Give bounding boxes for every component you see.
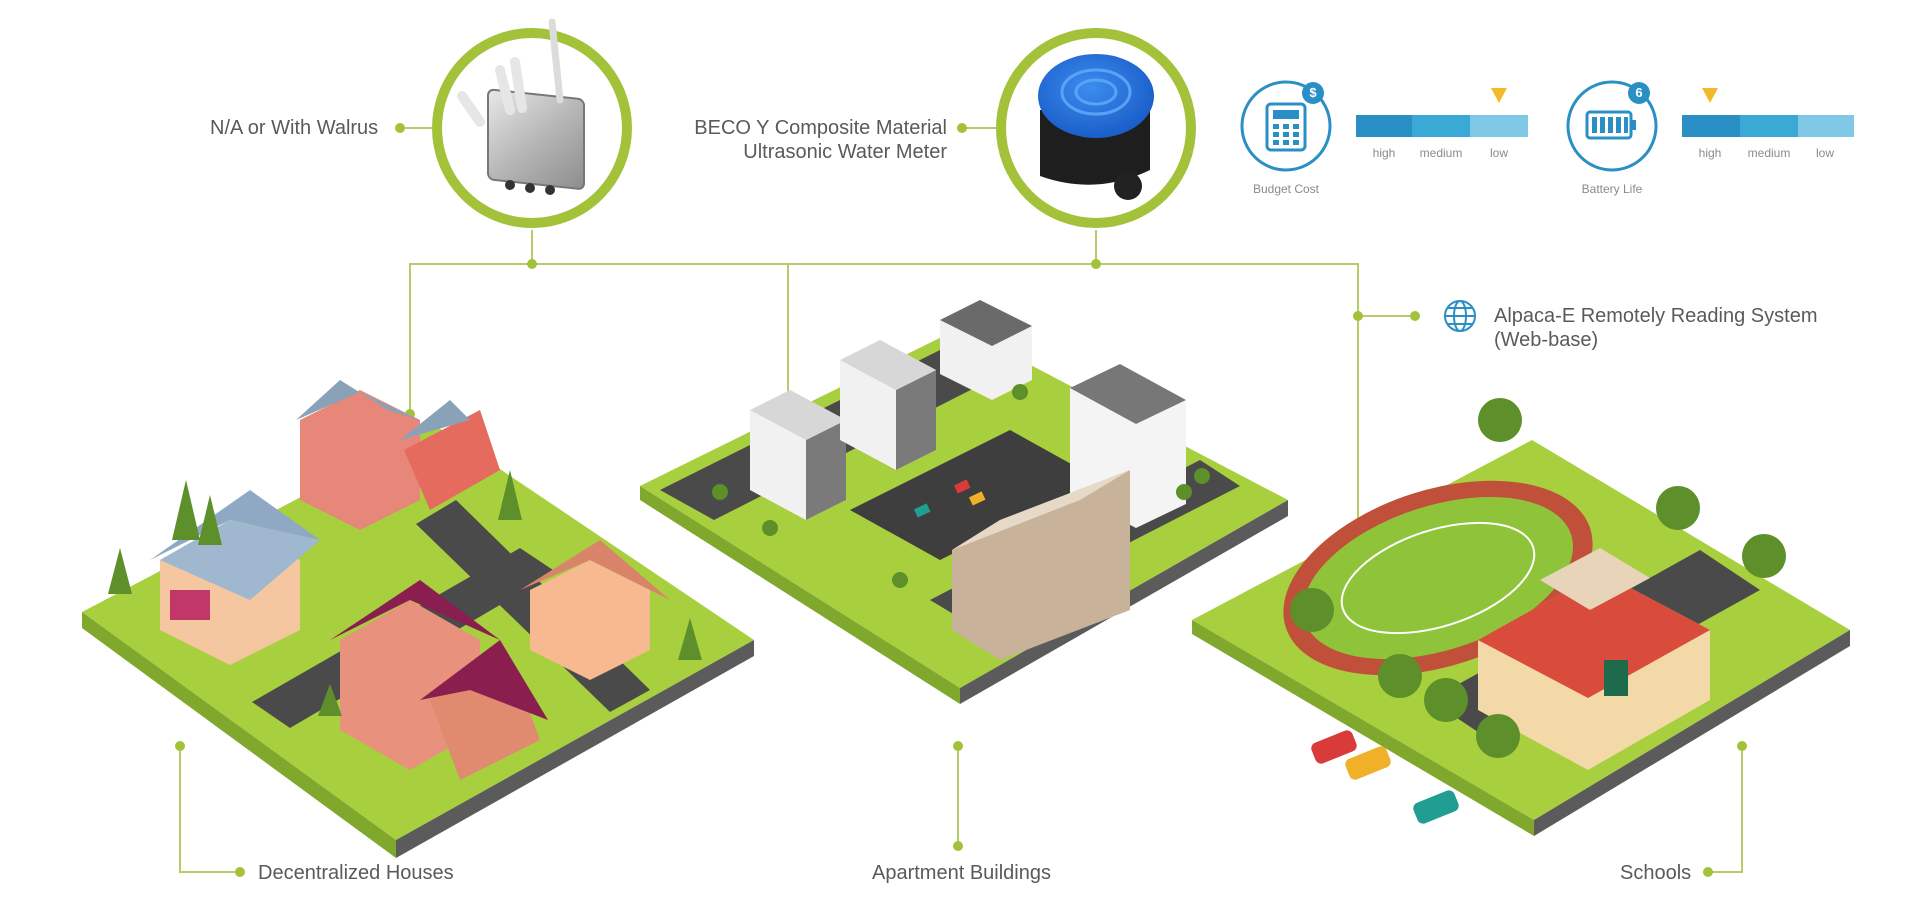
building-shape: [940, 300, 1032, 400]
globe-icon: [1444, 300, 1476, 332]
budget-badge: $: [1309, 85, 1317, 100]
budget-level-medium: medium: [1419, 146, 1463, 160]
houses-label: Decentralized Houses: [258, 862, 454, 884]
battery-level-high: high: [1698, 146, 1722, 160]
battery-life-widget: [1566, 80, 1854, 172]
meter-label-line1: BECO Y Composite Material: [694, 117, 947, 139]
budget-level-marker: [1491, 88, 1507, 103]
apartments-label: Apartment Buildings: [872, 862, 1051, 884]
battery-level-low: low: [1815, 146, 1834, 160]
gateway-label: N/A or With Walrus: [210, 117, 379, 139]
house-shape: [330, 580, 548, 780]
school-island: [1192, 398, 1850, 836]
battery-badge: 6: [1635, 85, 1643, 100]
budget-cost-widget: [1240, 80, 1528, 172]
gateway-device-image: [432, 18, 632, 228]
budget-level-high: high: [1372, 146, 1396, 160]
budget-level-low: low: [1489, 146, 1508, 160]
building-shape: [750, 390, 846, 520]
battery-level-marker: [1702, 88, 1718, 103]
house-shape: [520, 540, 670, 680]
apartments-island: [640, 300, 1288, 704]
connector-lines: [179, 127, 1743, 873]
system-label-line2: (Web-base): [1494, 329, 1599, 351]
system-label-line1: Alpaca-E Remotely Reading System: [1494, 305, 1818, 327]
budget-title: Budget Cost: [1252, 182, 1320, 196]
schools-label: Schools: [1620, 862, 1692, 884]
building-shape: [952, 470, 1130, 660]
water-meter-image: [996, 28, 1196, 228]
meter-label-line2: Ultrasonic Water Meter: [743, 141, 947, 163]
house-shape: [296, 380, 500, 530]
building-shape: [840, 340, 936, 470]
battery-title: Battery Life: [1581, 182, 1643, 196]
houses-island: [82, 380, 754, 858]
battery-level-medium: medium: [1747, 146, 1791, 160]
school-building-shape: [1478, 548, 1710, 770]
